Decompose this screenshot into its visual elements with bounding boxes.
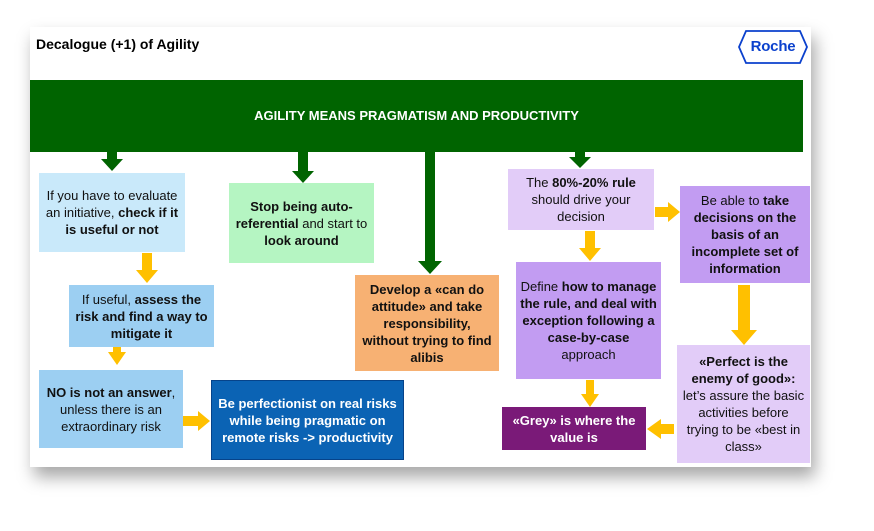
- box-text-segment: look around: [264, 232, 339, 248]
- box-text-segment: how to manage the rule, and deal with ex…: [520, 279, 657, 345]
- box-text: «Grey» is where the value is: [506, 412, 642, 446]
- slide-title: Decalogue (+1) of Agility: [36, 36, 200, 52]
- box-text-segment: and start to: [298, 215, 368, 231]
- box-text: NO is not an answer, unless there is an …: [43, 384, 179, 435]
- box-can-do-attitude: Develop a «can do attitude» and take res…: [355, 275, 499, 371]
- box-text-segment: Define: [520, 279, 562, 294]
- roche-logo: Roche: [738, 30, 808, 64]
- box-text-segment: check if it is useful or not: [65, 205, 179, 237]
- box-text: If useful, assess the risk and find a wa…: [73, 291, 210, 342]
- box-grey-value: «Grey» is where the value is: [502, 407, 646, 450]
- slide: Decalogue (+1) of Agility Roche AGILITY …: [30, 27, 811, 467]
- green-arrow-3: [418, 152, 442, 274]
- yellow-arrow-manage-to-grey: [581, 380, 599, 407]
- box-text: If you have to evaluate an initiative, c…: [43, 187, 181, 238]
- box-text-segment: NO is not an answer: [46, 384, 172, 400]
- yellow-arrow-check-to-assess: [136, 253, 158, 283]
- box-80-20-rule: The 80%-20% rule should drive your decis…: [508, 169, 654, 230]
- box-text: Develop a «can do attitude» and take res…: [359, 281, 495, 366]
- box-text-segment: If you have to evaluate an initiative,: [45, 188, 178, 220]
- box-text-segment: 80%-20% rule: [552, 175, 636, 190]
- box-perfect-enemy: «Perfect is the enemy of good»: let’s as…: [677, 345, 810, 463]
- connector-arrows: [101, 152, 757, 439]
- box-take-decisions: Be able to take decisions on the basis o…: [680, 186, 810, 283]
- roche-logo-hexagon-icon: [738, 30, 808, 64]
- box-text-segment: take decisions on the basis of an incomp…: [691, 193, 799, 276]
- yellow-arrow-perfect-to-grey: [647, 419, 674, 439]
- box-text-segment: «Grey» is where the value is: [512, 412, 636, 445]
- green-arrow-1: [101, 152, 123, 171]
- box-check-useful: If you have to evaluate an initiative, c…: [39, 173, 185, 252]
- box-text-segment: , unless there is an extraordinary risk: [60, 384, 176, 434]
- box-text: Be able to take decisions on the basis o…: [684, 192, 806, 277]
- yellow-arrow-take-to-perfect: [731, 285, 757, 345]
- yellow-arrow-no-to-perfectionist: [183, 411, 210, 431]
- box-text: The 80%-20% rule should drive your decis…: [512, 174, 650, 225]
- yellow-arrow-assess-to-no: [108, 347, 126, 365]
- green-arrow-2: [292, 152, 314, 183]
- box-text-segment: assess the risk and find a way to mitiga…: [75, 291, 208, 341]
- yellow-arrow-8020-to-manage: [579, 231, 601, 261]
- box-text: «Perfect is the enemy of good»: let’s as…: [681, 353, 806, 455]
- green-arrow-4: [569, 152, 591, 168]
- box-text-segment: approach: [561, 347, 616, 362]
- box-text-segment: should drive your decision: [531, 192, 631, 224]
- roche-logo-text: Roche: [750, 38, 796, 55]
- box-text-segment: The: [526, 175, 553, 190]
- box-text-segment: «Perfect is the enemy of good»:: [691, 354, 796, 386]
- box-manage-rule: Define how to manage the rule, and deal …: [516, 262, 661, 379]
- box-text-segment: Be perfectionist on real risks while bei…: [218, 395, 397, 445]
- box-text: Stop being auto-referential and start to…: [233, 198, 370, 249]
- main-banner: AGILITY MEANS PRAGMATISM AND PRODUCTIVIT…: [30, 80, 803, 152]
- box-text-segment: let’s assure the basic activities before…: [682, 388, 805, 454]
- box-text: Define how to manage the rule, and deal …: [520, 278, 657, 363]
- box-text-segment: If useful,: [81, 291, 135, 307]
- box-text-segment: Develop a «can do attitude» and take res…: [362, 281, 492, 365]
- box-stop-auto-referential: Stop being auto-referential and start to…: [229, 183, 374, 263]
- box-text: Be perfectionist on real risks while bei…: [216, 395, 399, 446]
- yellow-arrow-8020-to-take: [655, 202, 680, 222]
- box-text-segment: Stop being auto-referential: [235, 198, 353, 231]
- box-perfectionist: Be perfectionist on real risks while bei…: [211, 380, 404, 460]
- box-assess-risk: If useful, assess the risk and find a wa…: [69, 285, 214, 347]
- box-text-segment: Be able to: [700, 193, 764, 208]
- box-no-answer: NO is not an answer, unless there is an …: [39, 370, 183, 448]
